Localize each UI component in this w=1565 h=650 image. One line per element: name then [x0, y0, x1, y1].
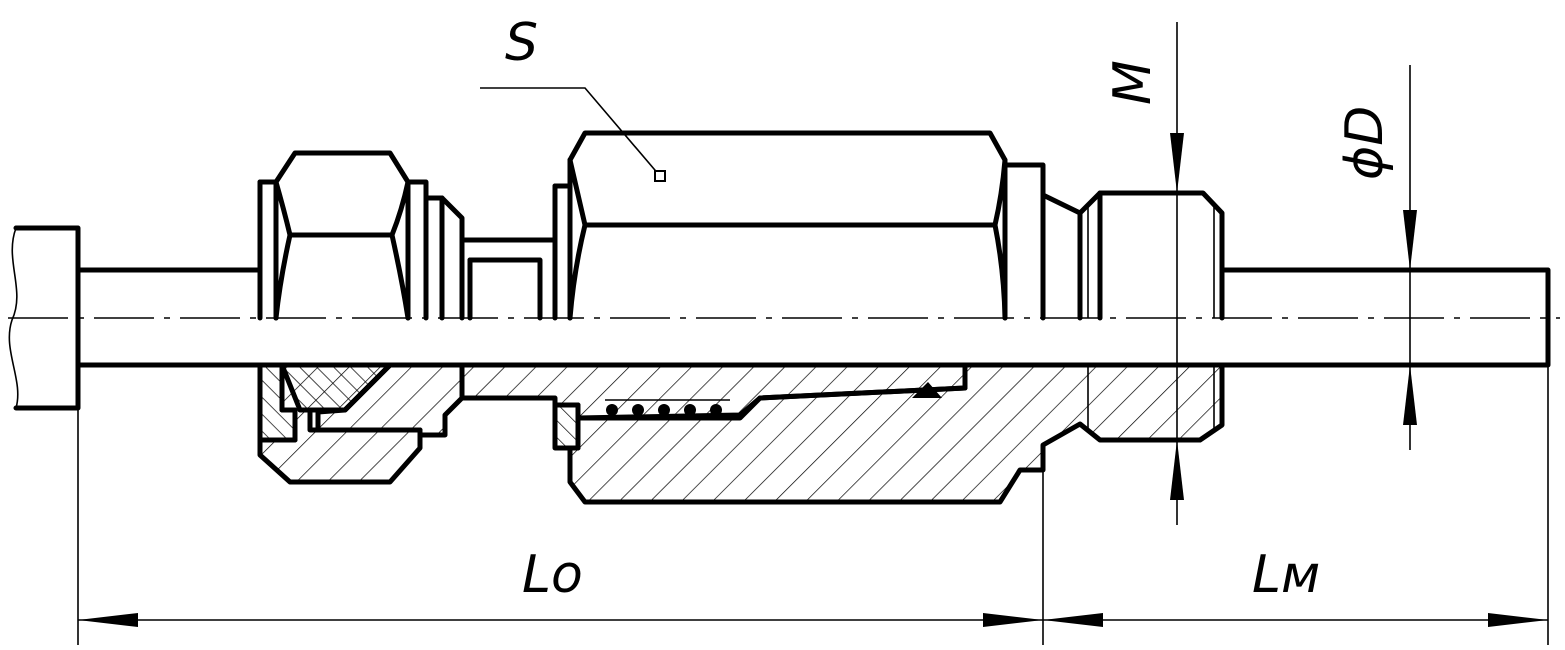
hex-body	[552, 130, 1083, 321]
section-nut	[257, 362, 465, 485]
seal-ring	[912, 382, 942, 398]
dimension-d	[1403, 65, 1417, 450]
threaded-end	[1040, 190, 1551, 368]
union-nut	[257, 150, 465, 321]
spring	[605, 399, 730, 416]
dimension-m	[1170, 22, 1184, 525]
s-leader	[480, 87, 666, 182]
label-l0: Lo	[522, 545, 583, 605]
section-body	[567, 362, 1225, 505]
neck	[459, 237, 558, 321]
label-m: M	[1103, 60, 1163, 105]
dimension-l	[77, 365, 1549, 645]
label-s: S	[505, 13, 538, 73]
label-lm: Lм	[1252, 545, 1320, 605]
label-d: ϕD	[1335, 106, 1395, 180]
